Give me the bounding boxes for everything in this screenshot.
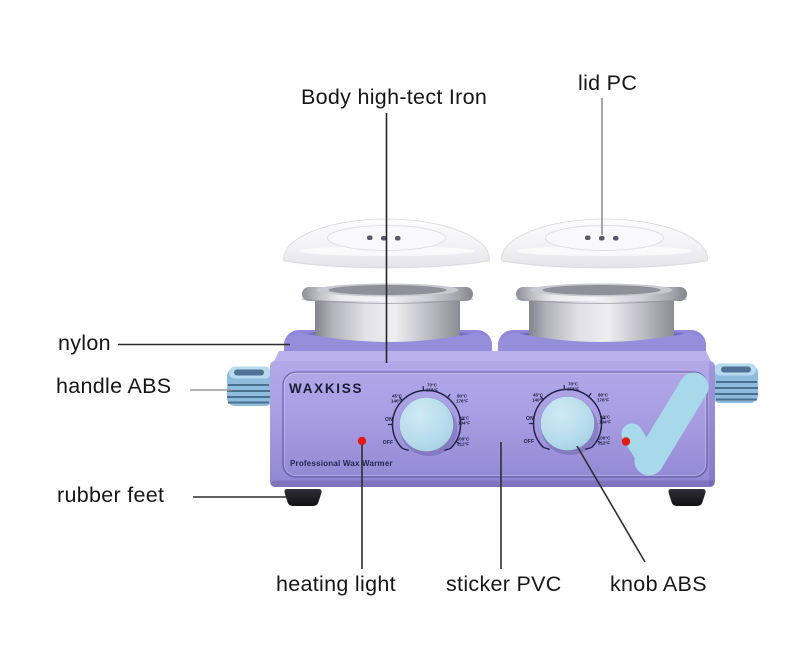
knob2-temp2-label: 70°C 158°F [566, 381, 580, 392]
lid-right [501, 218, 708, 269]
brand-logo: WAXKISS [289, 381, 364, 396]
rubber-foot-left [284, 489, 322, 506]
knob1-temp2-label: 70°C 158°F [425, 382, 439, 393]
heating-light-right [621, 437, 631, 446]
knob2-temp5-label: 100°C 212°F [597, 435, 611, 446]
knob1-temp5-label: 100°C 212°F [456, 436, 470, 447]
knob1-off-label: OFF [382, 440, 394, 446]
knob2-temp1-label: 45°C 140°F [531, 392, 545, 403]
callout-handle-material: handle ABS [56, 374, 172, 398]
knob1-on-label: ON [385, 417, 393, 423]
handle-left [226, 365, 274, 407]
knob1-temp4-label: 90°C 194°F [457, 415, 471, 426]
knob2-on-label: ON [526, 416, 534, 422]
knob1-temp1-label: 45°C 140°F [390, 393, 404, 404]
callout-body-material: Body high-tect Iron [301, 85, 488, 109]
knob2-temp4-label: 90°C 194°F [598, 414, 612, 425]
rubber-foot-right [668, 489, 706, 506]
callout-nylon: nylon [58, 331, 111, 355]
callout-lid-material: lid PC [578, 71, 638, 95]
knob2-temp3-label: 80°C 176°F [596, 392, 610, 403]
tagline-text: Professional Wax Warmer [290, 459, 393, 468]
front-sticker-panel [282, 371, 708, 478]
lid-left [283, 218, 490, 269]
callout-knob-material: knob ABS [610, 572, 707, 596]
callout-heating-light: heating light [276, 572, 396, 596]
heating-light-left [357, 436, 367, 446]
callout-sticker-material: sticker PVC [446, 572, 562, 596]
knob2-off-label: OFF [523, 439, 535, 445]
wax-pot-left [301, 283, 474, 343]
callout-rubber-feet: rubber feet [57, 483, 165, 507]
handle-right [711, 362, 759, 404]
knob1-temp3-label: 80°C 176°F [455, 393, 469, 404]
wax-pot-right [515, 283, 688, 343]
